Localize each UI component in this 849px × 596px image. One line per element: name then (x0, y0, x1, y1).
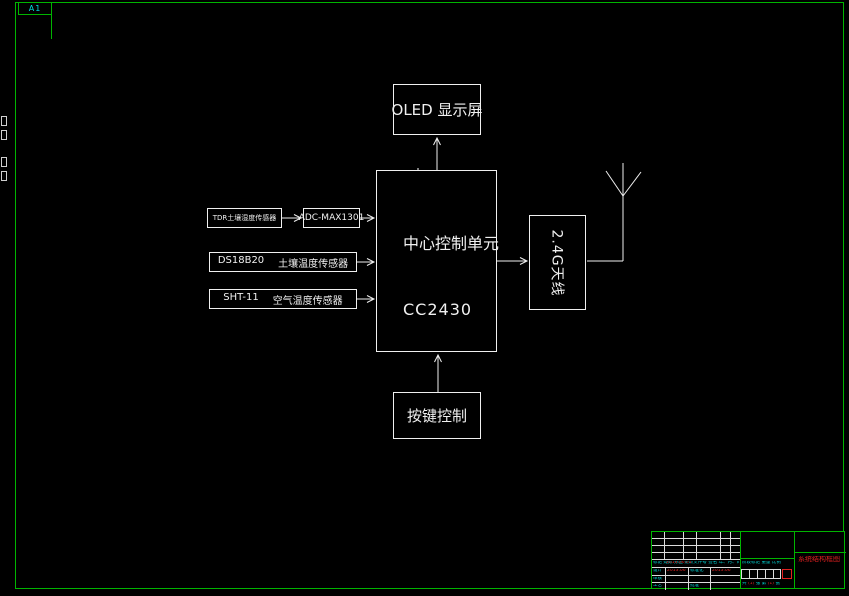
design-entry: 2013.06 (667, 569, 686, 573)
adc-block[interactable]: ADC-MAX1301 (299, 208, 364, 228)
title-block: 标记 处数 分区 更改文件号 签名 年、月、日 2013.06.01 设计 20… (651, 531, 846, 590)
standard-entry: 2013.06 (712, 569, 731, 573)
sht11-sensor-block[interactable]: SHT-11 空气温度传感器 (209, 289, 357, 309)
ds18b20-model-label: DS18B20 (217, 254, 265, 266)
stage-weight-scale-labels: 阶段标记 重量 比例 (742, 561, 781, 565)
sheet-size-label-box: A1 (18, 2, 52, 15)
tdr-sensor-label: TDR土壤湿度传感器 (212, 214, 277, 222)
sht11-name-label: 空气温度传感器 (272, 295, 343, 307)
oled-display-label: OLED 显示屏 (391, 101, 483, 119)
key-control-block[interactable]: 按键控制 (393, 392, 481, 439)
revision-entry: 2013.06.01 (666, 561, 692, 565)
approve-label: 批准 (690, 584, 699, 588)
process-label: 工艺 (653, 584, 662, 588)
check-label: 审核 (653, 576, 662, 581)
oled-display-block[interactable]: OLED 显示屏 (391, 84, 483, 135)
key-control-label: 按键控制 (406, 407, 467, 425)
sheet-border-frame (15, 2, 844, 589)
sht11-model-label: SHT-11 (223, 291, 259, 303)
scale-highlight-cell (782, 569, 792, 579)
drawing-title: 系统结构框图 (798, 556, 840, 563)
design-label: 设计 (653, 569, 662, 573)
revision-header-row: 标记 处数 分区 更改文件号 签名 年、月、日 (653, 561, 739, 565)
sheet-page-number: (1) (767, 582, 774, 586)
left-edge-artifact (1, 130, 7, 140)
left-edge-artifact (1, 157, 7, 167)
sheet-total-number: (1) (747, 582, 755, 586)
drawing-number-box (795, 532, 846, 553)
ds18b20-sensor-block[interactable]: DS18B20 土壤温度传感器 (209, 252, 357, 272)
sheet-size-label: A1 (28, 4, 42, 13)
central-control-chip-label: CC2430 (403, 300, 473, 319)
standard-label: 标准化 (690, 569, 704, 573)
title-block-divider (794, 532, 795, 588)
central-control-block[interactable] (376, 170, 497, 352)
title-block-divider (740, 532, 741, 588)
left-edge-artifact (1, 171, 7, 181)
tdr-sensor-block[interactable]: TDR土壤湿度传感器 (207, 208, 282, 228)
sheet-count-row: 共 (1) 张 第 (1) 张 (742, 582, 780, 586)
stage-mark-box (741, 532, 794, 559)
adc-label: ADC-MAX1301 (298, 213, 365, 223)
central-control-label: 中心控制单元 (403, 234, 500, 253)
antenna-label: 2.4G天线 (548, 228, 565, 297)
left-edge-artifact (1, 116, 7, 126)
antenna-block[interactable]: 2.4G天线 (529, 215, 586, 310)
ds18b20-name-label: 土壤温度传感器 (278, 258, 349, 270)
centering-mark (51, 15, 52, 39)
